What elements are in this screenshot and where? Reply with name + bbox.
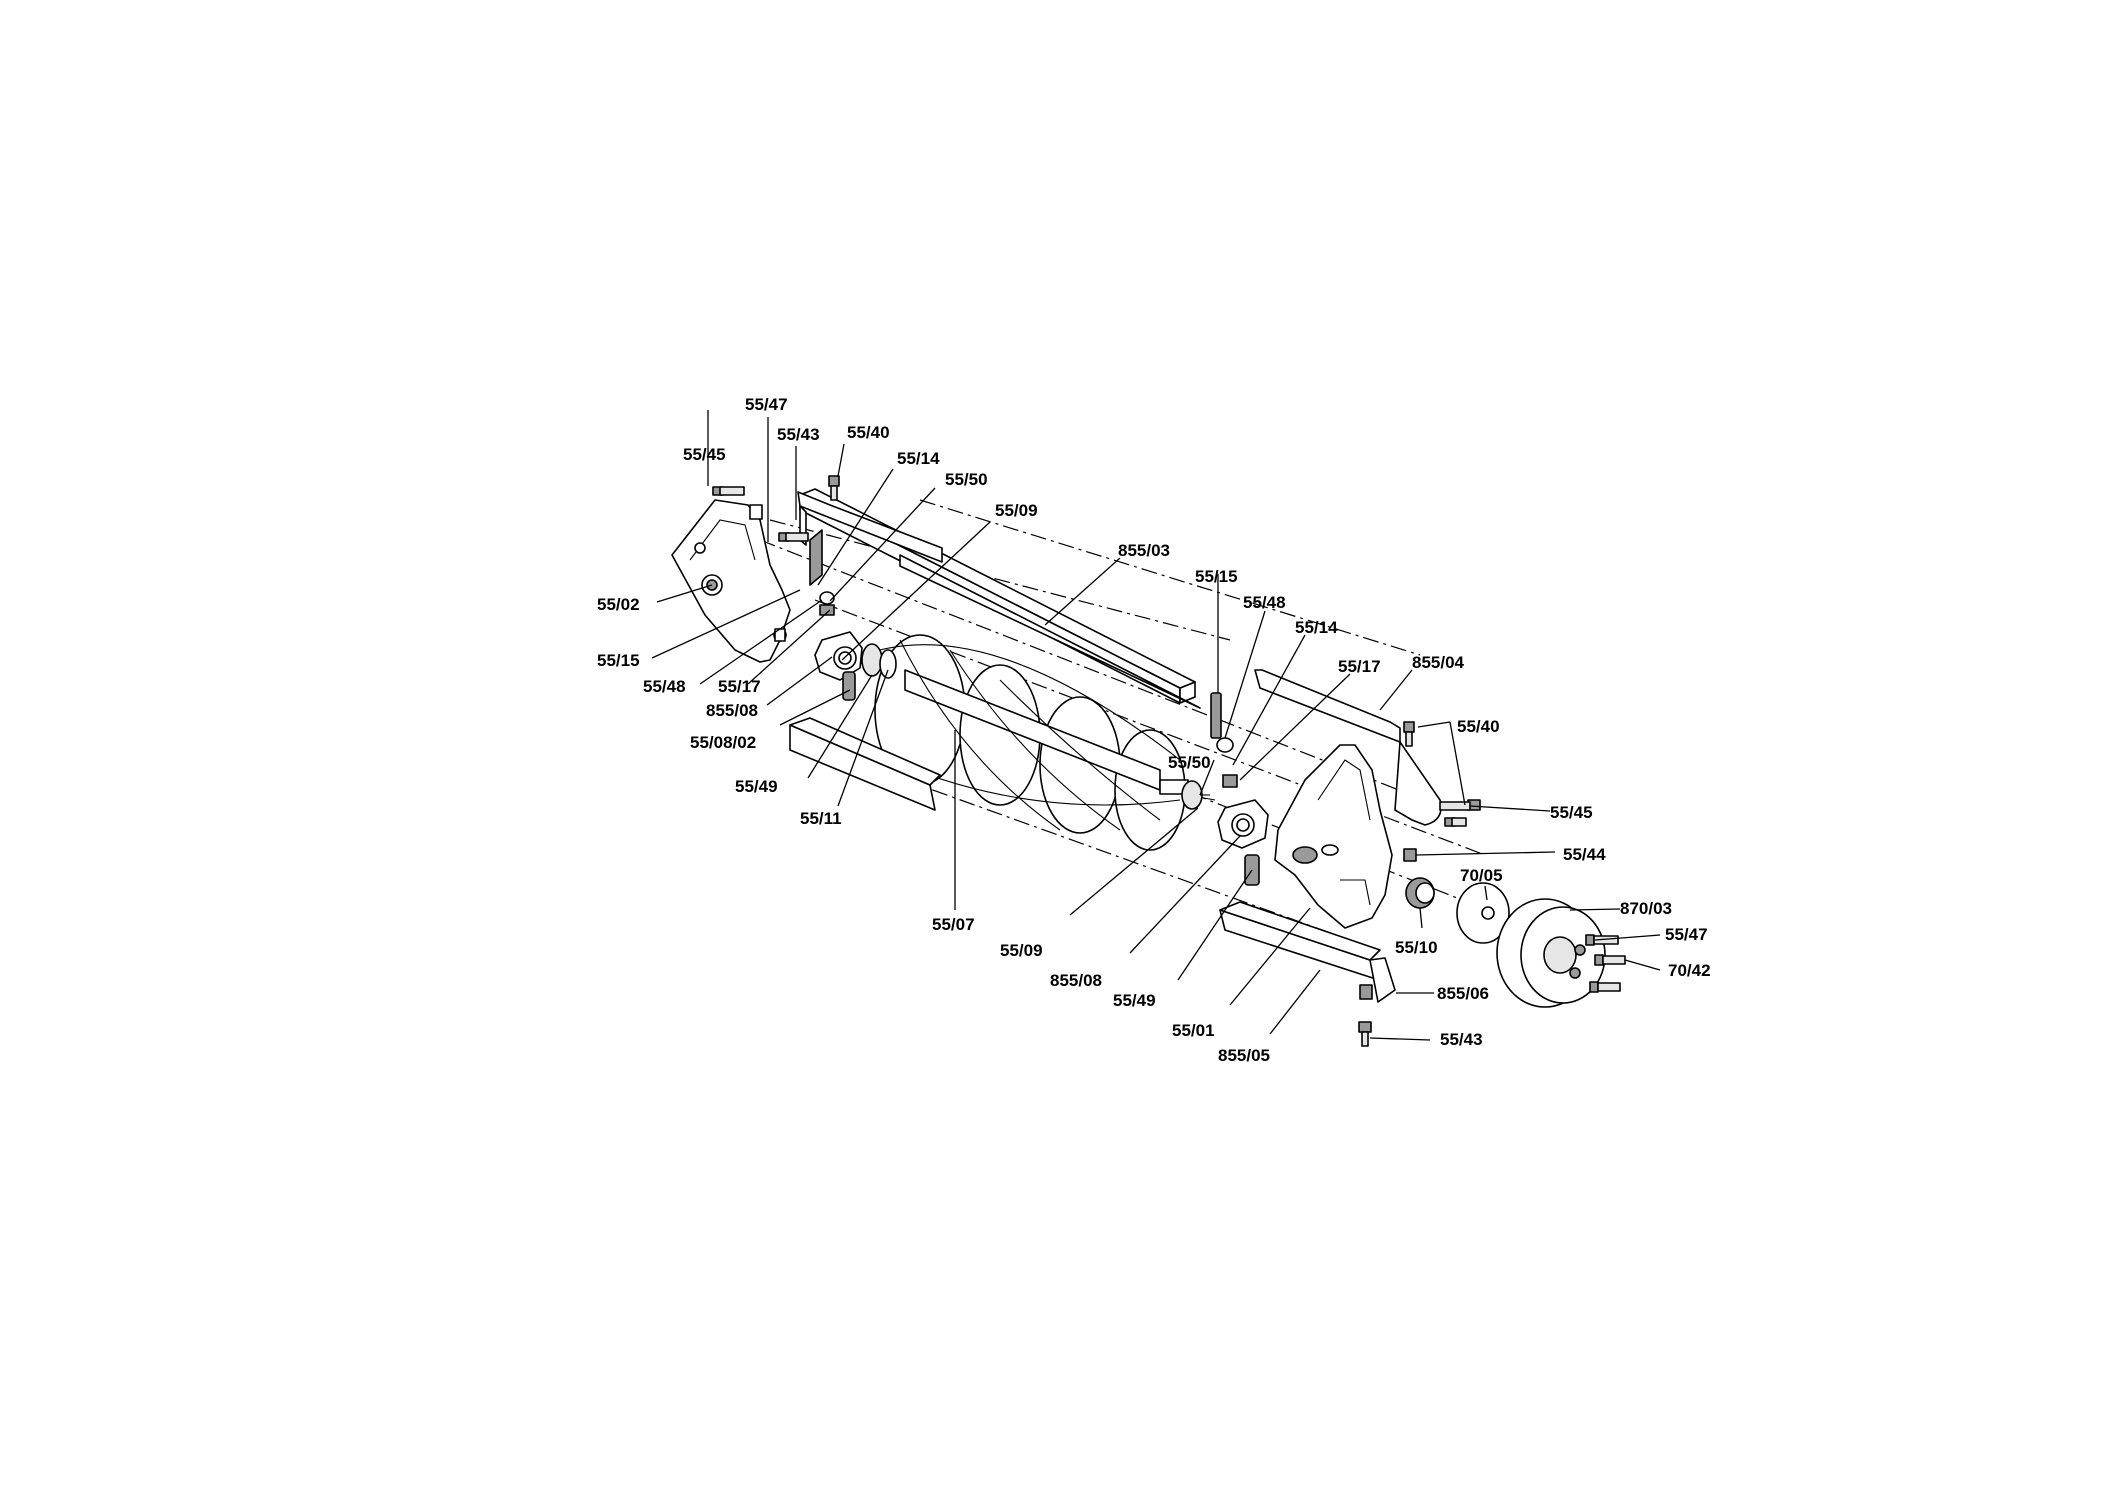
label-55-43-bottom: 55/43 — [1440, 1030, 1483, 1049]
label-55-15-right: 55/15 — [1195, 567, 1238, 586]
label-55-17-right: 55/17 — [1338, 657, 1381, 676]
label-55-10: 55/10 — [1395, 938, 1438, 957]
label-55-09-top: 55/09 — [995, 501, 1038, 520]
fasteners — [712, 475, 1626, 1047]
label-55-11: 55/11 — [800, 809, 842, 828]
label-55-49-left: 55/49 — [735, 777, 778, 796]
label-55-48-left: 55/48 — [643, 677, 686, 696]
label-870-03: 870/03 — [1620, 899, 1672, 918]
label-55-45-left: 55/45 — [683, 445, 726, 464]
label-55-02: 55/02 — [597, 595, 640, 614]
label-55-40-left: 55/40 — [847, 423, 890, 442]
label-55-47-right: 55/47 — [1665, 925, 1708, 944]
label-55-50-left: 55/50 — [945, 470, 988, 489]
label-55-08-02: 55/08/02 — [690, 733, 756, 752]
label-55-48-right: 55/48 — [1243, 593, 1286, 612]
leader-lines — [651, 410, 1661, 1041]
label-55-40-right: 55/40 — [1457, 717, 1500, 736]
label-55-01: 55/01 — [1172, 1021, 1215, 1040]
label-55-43-top: 55/43 — [777, 425, 820, 444]
left-side-plate-55-02 — [671, 499, 791, 663]
label-55-17-left: 55/17 — [718, 677, 761, 696]
label-55-09-bottom: 55/09 — [1000, 941, 1043, 960]
label-855-05: 855/05 — [1218, 1046, 1270, 1065]
bottom-blades — [789, 717, 1396, 1003]
label-55-07: 55/07 — [932, 915, 975, 934]
label-855-04: 855/04 — [1412, 653, 1465, 672]
label-55-50-right: 55/50 — [1168, 753, 1211, 772]
label-55-44: 55/44 — [1563, 845, 1606, 864]
right-bearing-assembly — [1210, 692, 1269, 886]
label-855-03: 855/03 — [1118, 541, 1170, 560]
label-55-45-right: 55/45 — [1550, 803, 1593, 822]
right-side-plate-55-01 — [1274, 744, 1393, 929]
cutting-cylinder-55-07 — [874, 634, 1216, 851]
label-55-14-left: 55/14 — [897, 449, 940, 468]
right-cover-plate-855-04 — [1254, 669, 1442, 826]
part-labels: 55/47 55/45 55/43 55/40 55/14 55/50 55/0… — [597, 395, 1711, 1065]
label-55-47-top: 55/47 — [745, 395, 788, 414]
label-55-15-left: 55/15 — [597, 651, 640, 670]
label-55-14-right: 55/14 — [1295, 618, 1338, 637]
drive-pulley-parts — [1405, 877, 1606, 1008]
left-bearing-assembly — [809, 529, 897, 701]
label-55-49-bottom: 55/49 — [1113, 991, 1156, 1010]
label-70-42: 70/42 — [1668, 961, 1711, 980]
label-70-05: 70/05 — [1460, 866, 1503, 885]
label-855-06: 855/06 — [1437, 984, 1489, 1003]
label-855-08-bottom: 855/08 — [1050, 971, 1102, 990]
label-855-08-left: 855/08 — [706, 701, 758, 720]
